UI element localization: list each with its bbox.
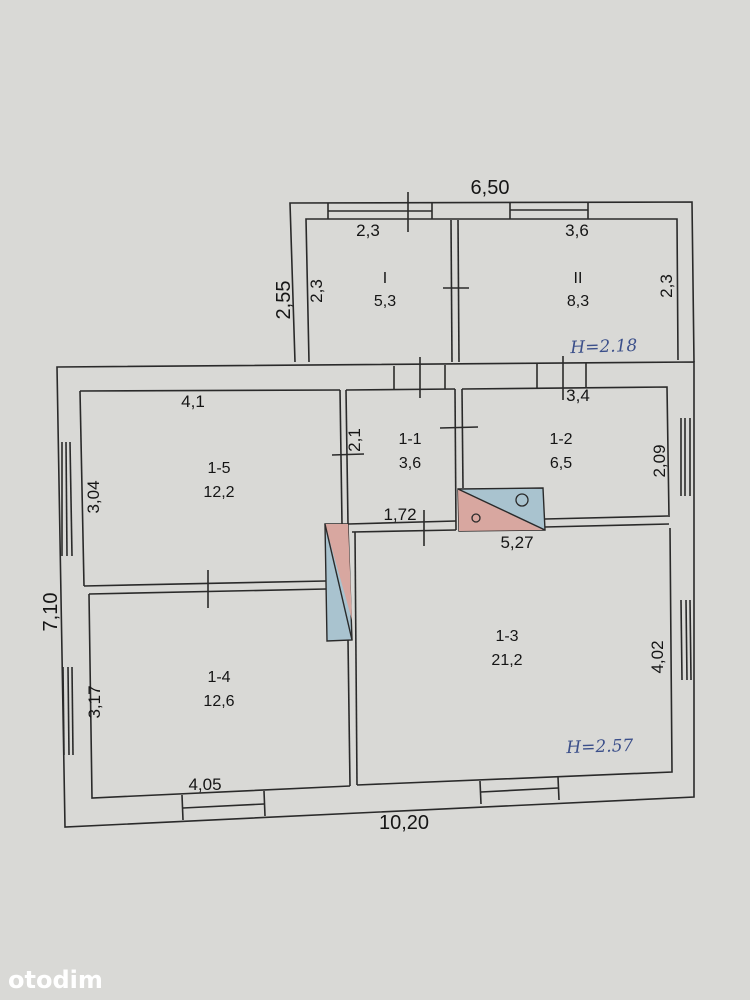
dim-annex-right-width: 3,6 — [565, 221, 589, 240]
watermark-logo: otodim — [8, 966, 103, 994]
dim-room-1-5-width: 4,1 — [181, 392, 205, 411]
dim-room-1-3-width: 5,27 — [500, 533, 533, 552]
dim-room-1-5-height: 3,04 — [84, 480, 103, 513]
main-outer-walls — [56, 361, 695, 828]
dim-top-total: 6,50 — [471, 177, 510, 199]
dim-room-1-1-width: 1,72 — [383, 505, 416, 524]
dim-room-i-height: 2,3 — [307, 279, 326, 303]
dim-room-1-4-height: 3,17 — [85, 685, 104, 718]
room-1-5-area: 12,2 — [203, 484, 234, 501]
annex-walls — [289, 192, 695, 363]
dim-room-1-1-height: 2,1 — [345, 428, 364, 452]
room-labels: I 5,3 II 8,3 1-1 3,6 1-2 6,5 1-3 21,2 1-… — [203, 270, 589, 710]
room-1-4-area: 12,6 — [203, 693, 234, 710]
room-1-2-area: 6,5 — [550, 455, 572, 472]
room-1-4-id: 1-4 — [207, 669, 230, 686]
dim-annex-height: 2,55 — [273, 281, 295, 320]
main-height-note: H=2.57 — [565, 736, 634, 758]
room-1-2-id: 1-2 — [549, 431, 572, 448]
dim-room-1-4-width: 4,05 — [188, 775, 221, 794]
dim-left-total: 7,10 — [40, 593, 62, 632]
stove-left — [324, 523, 353, 642]
dimension-labels: 6,50 2,3 3,6 2,55 2,3 2,3 7,10 10,20 4,1… — [40, 177, 676, 834]
room-1-3-area: 21,2 — [491, 652, 522, 669]
room-1-3-id: 1-3 — [495, 628, 518, 645]
dim-annex-left-width: 2,3 — [356, 221, 380, 240]
dim-bottom-total: 10,20 — [379, 812, 429, 834]
room-1-1-area: 3,6 — [399, 455, 421, 472]
height-notes: H=2.18 H=2.57 — [565, 336, 638, 758]
room-ii-id: II — [574, 270, 583, 287]
room-i-area: 5,3 — [374, 293, 396, 310]
room-ii-area: 8,3 — [567, 293, 589, 310]
dim-room-1-2-width: 3,4 — [566, 386, 590, 405]
room-1-1-id: 1-1 — [398, 431, 421, 448]
room-1-5-id: 1-5 — [207, 460, 230, 477]
annex-height-note: H=2.18 — [569, 336, 638, 358]
interior-partitions — [83, 356, 670, 787]
dim-room-ii-height: 2,3 — [657, 274, 676, 298]
dim-room-1-2-height: 2,09 — [650, 444, 669, 477]
stove-right — [457, 487, 546, 532]
room-i-id: I — [383, 270, 387, 287]
dim-room-1-3-height: 4,02 — [648, 640, 667, 673]
